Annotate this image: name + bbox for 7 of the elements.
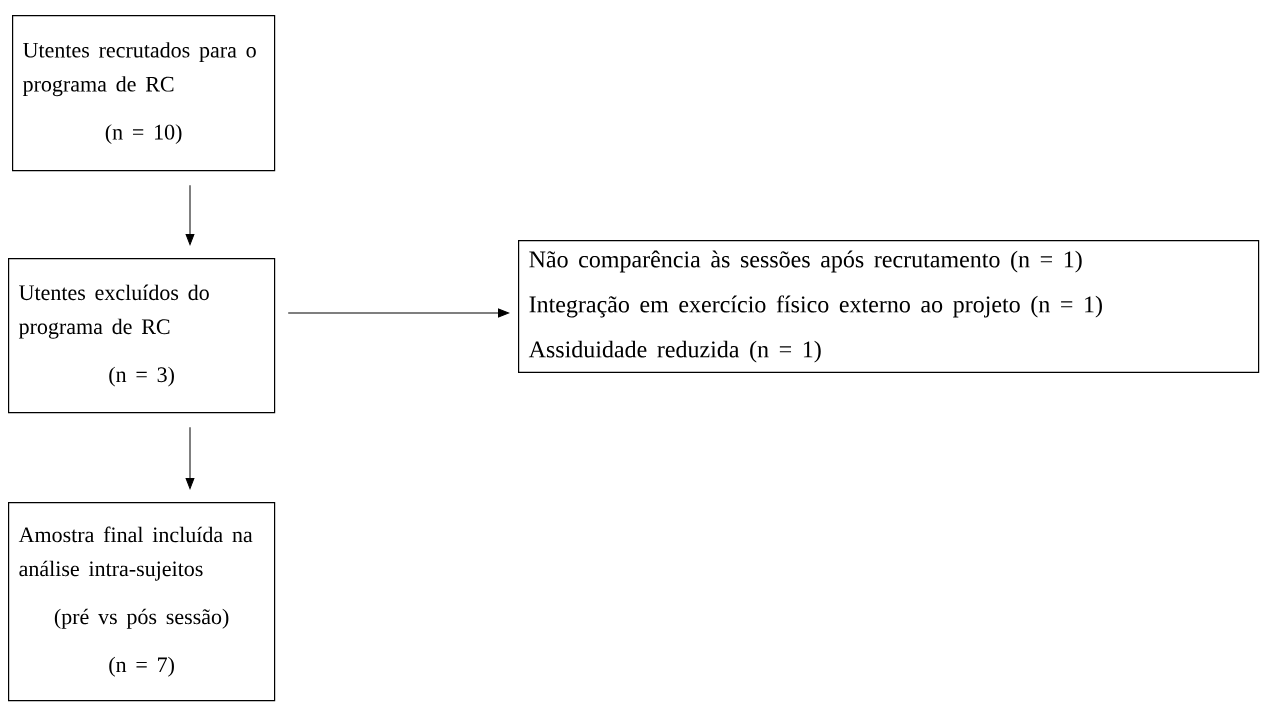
process-box: Utentes excluídos do programa de RC (n = 3) bbox=[8, 258, 276, 414]
arrow bbox=[185, 426, 195, 490]
arrow bbox=[185, 184, 195, 246]
arrow bbox=[287, 308, 510, 318]
process-box: Não comparência às sessões após recrutamento (n = 1) Integração em exercício físico externo ao projeto (n = 1) Assiduidade reduzida (n = 1) bbox=[518, 240, 1260, 374]
process-box: Utentes recrutados para o programa de RC (n = 10) bbox=[12, 15, 276, 172]
process-box: Amostra final incluída na análise intra-sujeitos (pré vs pós sessão) (n = 7) bbox=[8, 502, 276, 702]
